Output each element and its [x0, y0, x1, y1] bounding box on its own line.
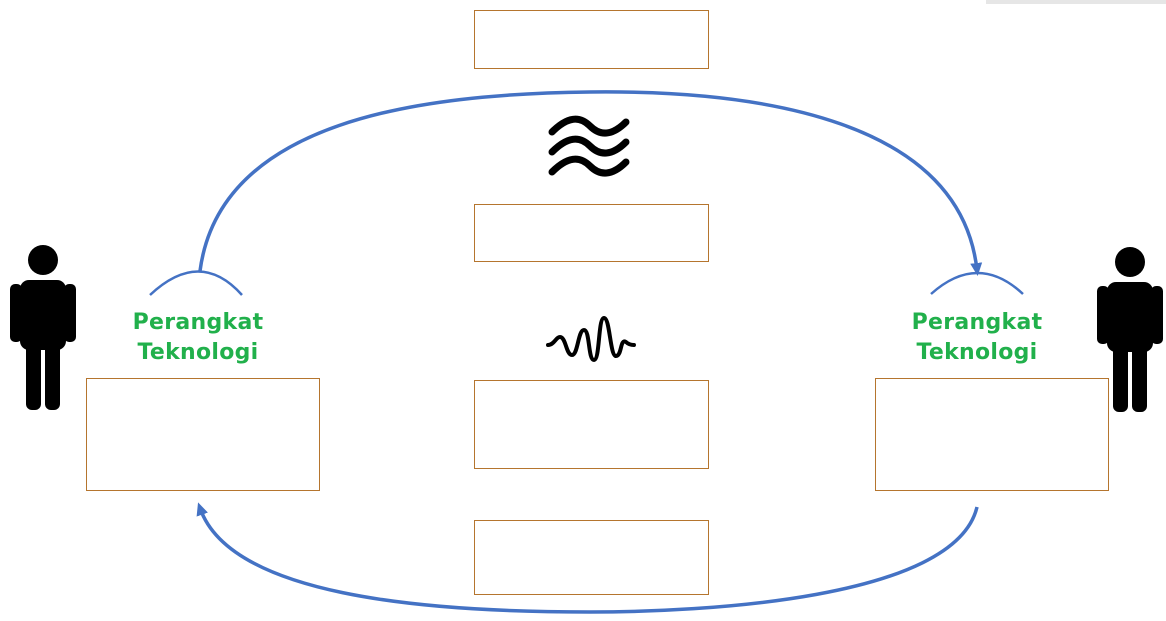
- sender-device-label-line1: Perangkat: [132, 310, 264, 335]
- feedback-arrow: [196, 502, 979, 614]
- message-box-top: [474, 10, 709, 69]
- person-icon: [1097, 247, 1163, 412]
- corner-mark: [986, 0, 1166, 4]
- receiver-device-label-line1: Perangkat: [911, 310, 1043, 335]
- receiver-device-label-line2: Teknologi: [916, 340, 1038, 365]
- sender-device-arc: [149, 270, 243, 296]
- sender-device-label: Perangkat Teknologi: [98, 308, 298, 368]
- sender-box: [86, 378, 320, 491]
- forward-arrow: [198, 90, 983, 276]
- feedback-box: [474, 520, 709, 595]
- signal-wave-icon: [546, 316, 636, 362]
- channel-box: [474, 204, 709, 262]
- sender-device-label-line2: Teknologi: [137, 340, 259, 365]
- receiver-device-label: Perangkat Teknologi: [877, 308, 1077, 368]
- receiver-device-arc: [930, 271, 1024, 295]
- person-icon: [10, 245, 76, 410]
- wave-lines-icon: [548, 115, 630, 177]
- signal-box: [474, 380, 709, 469]
- receiver-box: [875, 378, 1109, 491]
